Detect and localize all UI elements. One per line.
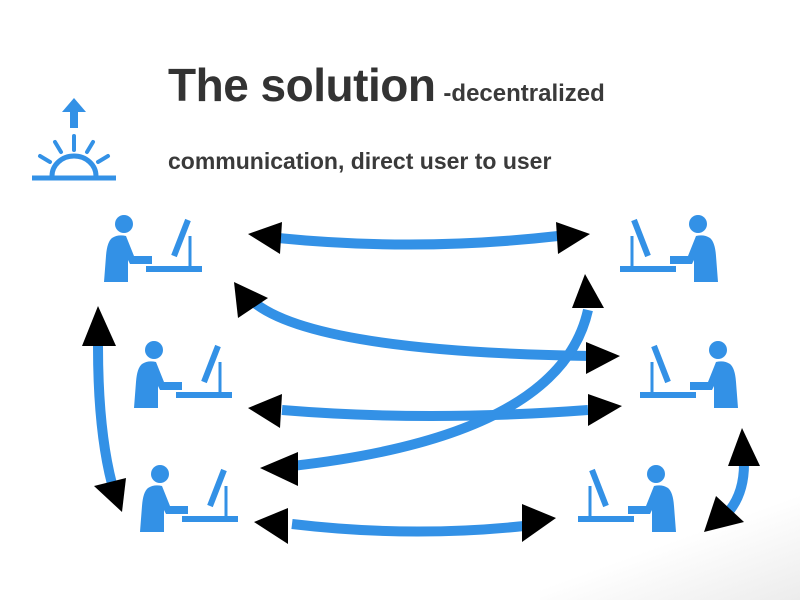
arrowhead-icon <box>588 394 622 426</box>
arrowhead-icon <box>248 394 282 428</box>
arrowhead-icon <box>82 306 116 346</box>
edge-lm-rm <box>281 405 589 421</box>
arrowhead-icon <box>254 508 288 544</box>
user-left-middle <box>134 341 232 408</box>
edge-lt-rt <box>277 231 559 250</box>
user-left-top <box>104 215 202 282</box>
user-right-middle <box>640 341 738 408</box>
title-main: The solution <box>168 59 436 111</box>
title-suffix: -decentralized <box>443 80 605 107</box>
arrowhead-icon <box>572 274 604 308</box>
user-right-top <box>620 215 718 282</box>
edge-lb-rt <box>291 308 593 471</box>
arrowhead-icon <box>234 282 268 318</box>
arrowhead-icon <box>728 428 760 466</box>
edge-lt-rm <box>253 299 593 361</box>
edge-lb-rb <box>291 519 525 537</box>
slide-title: The solution -decentralized <box>168 58 605 112</box>
arrowhead-icon <box>94 478 126 512</box>
arrowhead-icon <box>248 222 282 254</box>
slide-subtitle: communication, direct user to user <box>168 148 552 174</box>
user-right-bottom <box>578 465 676 532</box>
edge-lt-lb <box>93 345 117 486</box>
edge-rm-rb <box>725 463 749 514</box>
sunrise-arrow-up-icon <box>32 98 116 181</box>
arrowhead-icon <box>556 222 590 254</box>
arrowhead-icon <box>704 496 744 532</box>
user-left-bottom <box>140 465 238 532</box>
arrowhead-icon <box>522 504 556 542</box>
arrowhead-icon <box>260 452 298 486</box>
arrowhead-icon <box>586 342 620 374</box>
